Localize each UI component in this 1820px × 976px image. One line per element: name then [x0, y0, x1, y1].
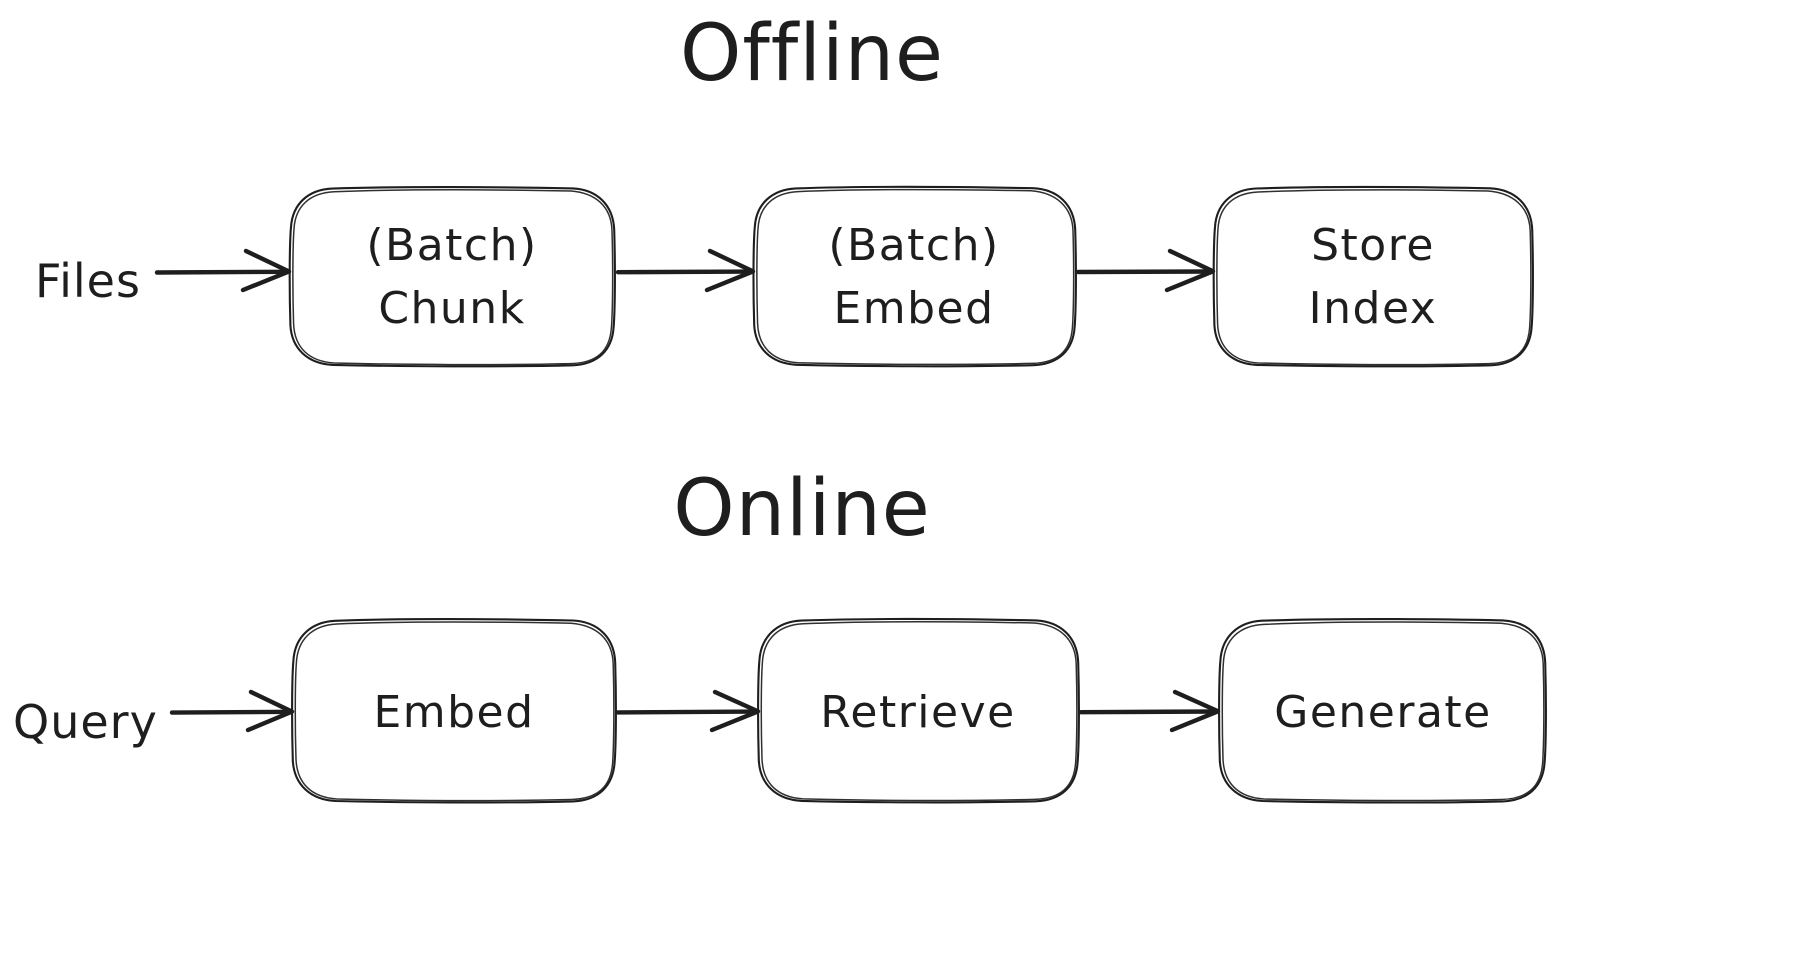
edge-query-to-embed — [169, 689, 295, 733]
node-border-sketch-pass2 — [294, 621, 615, 802]
node-label-line1: (Batch) — [366, 220, 537, 271]
node-border-sketch-pass2 — [1216, 189, 1532, 366]
node-label-line2: Embed — [833, 283, 994, 334]
node-label-line2: Index — [1309, 283, 1438, 334]
node-border-sketch-pass2 — [292, 189, 614, 366]
node-batch-embed[interactable]: (Batch) Embed — [752, 185, 1077, 368]
arrow-shaft — [615, 709, 759, 715]
node-batch-chunk[interactable]: (Batch) Chunk — [288, 186, 616, 368]
node-label-line2: Chunk — [378, 283, 525, 334]
online-input-label: Query — [13, 695, 158, 749]
arrow-shaft — [154, 269, 290, 275]
node-border — [1218, 618, 1547, 804]
node-border-sketch-pass2 — [760, 621, 1078, 802]
section-offline: Offline Files (Batch) Chunk — [35, 9, 1534, 368]
arrow-head — [1169, 689, 1221, 733]
arrow-shaft — [169, 709, 293, 715]
edge-embed-to-retrieve — [615, 689, 761, 733]
node-border-sketch-pass2 — [1221, 621, 1545, 802]
node-border — [288, 186, 616, 368]
node-border — [752, 185, 1077, 368]
arrow-shaft — [615, 269, 754, 275]
node-label-line1: Generate — [1274, 687, 1492, 738]
node-generate[interactable]: Generate — [1218, 618, 1547, 804]
online-section-title: Online — [673, 464, 931, 554]
node-border — [1212, 186, 1534, 368]
offline-input-label: Files — [35, 254, 141, 308]
node-label-line1: Store — [1311, 220, 1435, 271]
node-label-line1: (Batch) — [828, 220, 999, 271]
node-border — [757, 618, 1080, 804]
section-online: Online Query Embed — [13, 464, 1547, 804]
edge-retrieve-to-generate — [1078, 689, 1221, 733]
node-store-index[interactable]: Store Index — [1212, 186, 1534, 368]
arrow-shaft — [1075, 269, 1214, 275]
node-border — [291, 618, 617, 804]
node-retrieve[interactable]: Retrieve — [757, 618, 1080, 804]
node-border-sketch-pass2 — [756, 188, 1075, 366]
edge-chunk-to-embed — [615, 248, 756, 293]
edge-files-to-chunk — [154, 248, 292, 293]
edge-embed-to-store — [1075, 248, 1216, 293]
offline-section-title: Offline — [680, 9, 944, 99]
node-embed[interactable]: Embed — [291, 618, 617, 804]
arrow-shaft — [1078, 709, 1219, 715]
node-label-line1: Embed — [373, 687, 534, 738]
node-label-line1: Retrieve — [820, 687, 1015, 738]
